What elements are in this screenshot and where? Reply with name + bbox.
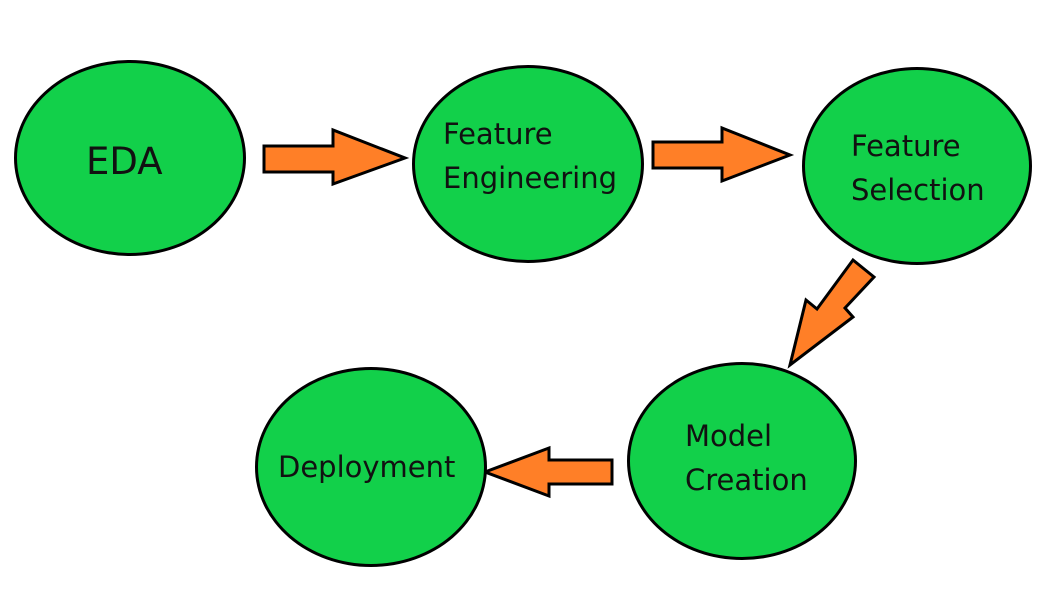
- label-model-creation-line-2: Creation: [685, 463, 808, 497]
- node-feature-selection: [802, 67, 1032, 265]
- arrow-feature-engineering-to-feature-selection: [651, 125, 795, 184]
- arrow-feature-selection-to-model-creation: [787, 257, 877, 369]
- label-feature-selection: Feature Selection: [851, 124, 985, 212]
- label-eda: EDA: [86, 140, 163, 184]
- label-feature-selection-line-1: Feature: [851, 129, 961, 163]
- node-eda: [14, 60, 246, 256]
- arrow-eda-to-feature-engineering: [262, 127, 410, 187]
- label-model-creation: Model Creation: [685, 414, 808, 502]
- label-feature-engineering-line-1: Feature: [443, 117, 553, 151]
- node-feature-engineering: [412, 65, 644, 263]
- arrow-model-creation-to-deployment: [480, 445, 614, 499]
- label-model-creation-line-1: Model: [685, 419, 773, 453]
- node-model-creation: [627, 362, 857, 560]
- label-feature-engineering-line-2: Engineering: [443, 161, 617, 195]
- label-feature-selection-line-2: Selection: [851, 173, 985, 207]
- label-deployment-line-1: Deployment: [278, 450, 456, 484]
- label-feature-engineering: Feature Engineering: [443, 112, 617, 200]
- label-deployment: Deployment: [278, 445, 455, 489]
- node-deployment: [255, 367, 487, 567]
- label-eda-line-1: EDA: [86, 140, 163, 183]
